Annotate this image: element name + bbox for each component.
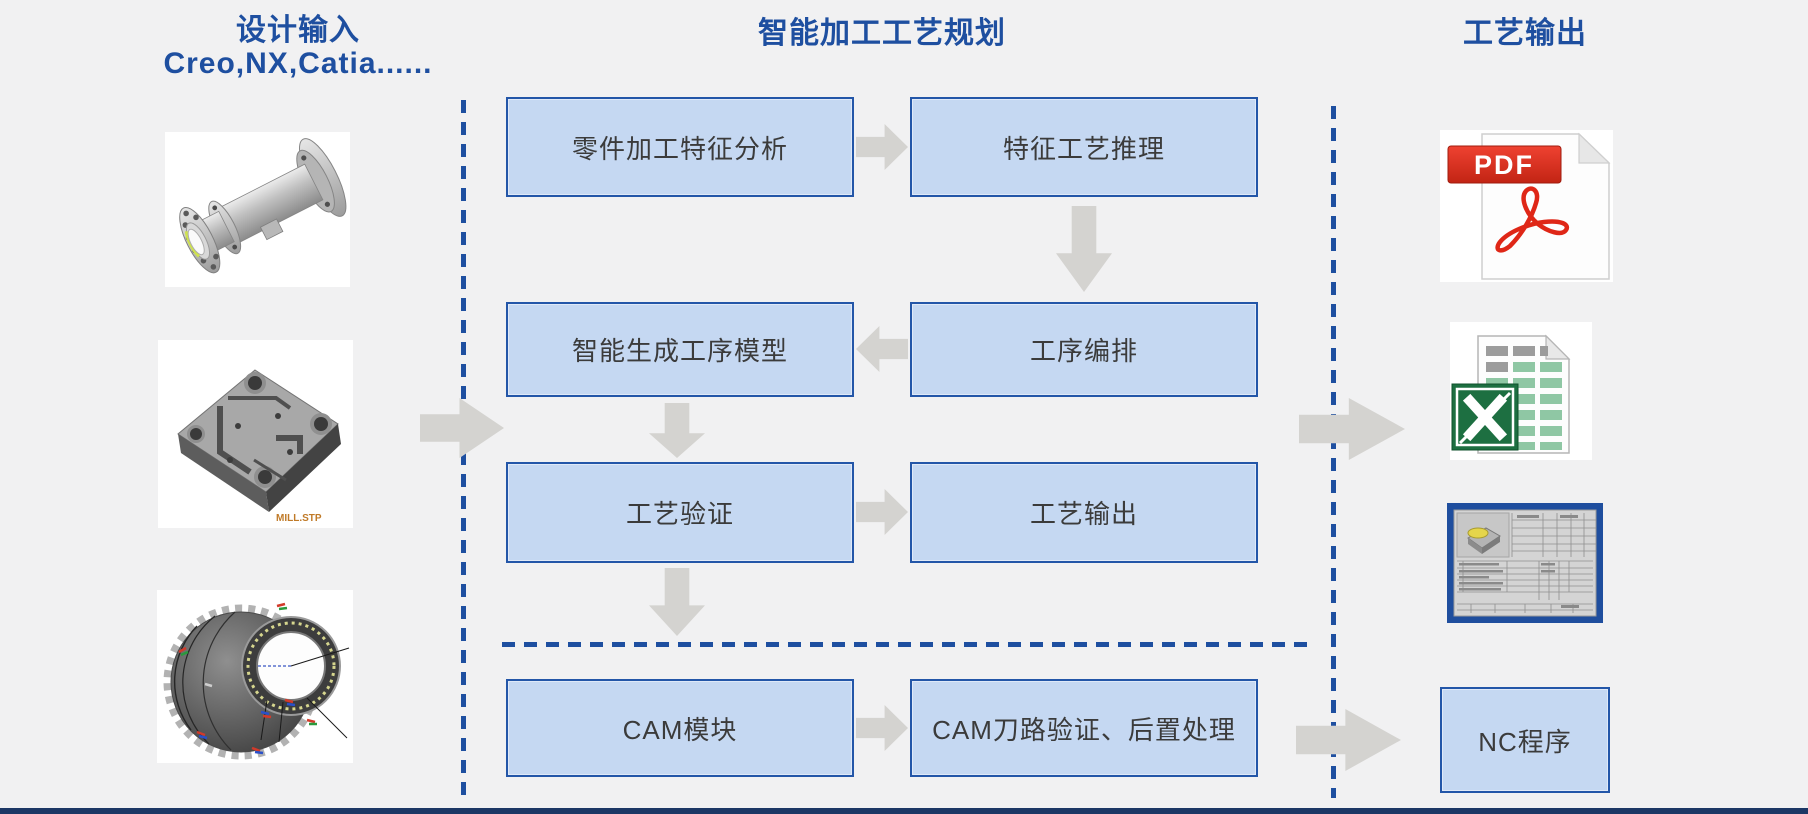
cad-part-image-casing	[157, 590, 353, 763]
planning-column-title: 智能加工工艺规划	[758, 17, 1006, 50]
arrow-down-icon	[649, 568, 705, 636]
engine-casing-icon	[163, 602, 350, 760]
arrow-down-icon	[649, 403, 705, 458]
pdf-file-icon: PDF	[1447, 132, 1611, 280]
cam-to-nc-arrow-icon	[1296, 709, 1401, 771]
bottom-accent-bar	[0, 808, 1808, 814]
plate-caption-text: MILL.STP	[276, 513, 322, 524]
flow-box-cam-module: CAM模块	[506, 679, 854, 777]
excel-output-item	[1450, 322, 1592, 460]
excel-file-icon	[1451, 334, 1571, 454]
input-title-text: 设计输入	[236, 14, 360, 47]
pdf-output-item: PDF	[1440, 130, 1613, 282]
nc-program-box: NC程序	[1440, 687, 1610, 793]
flow-box-operation-sequence: 工序编排	[910, 302, 1258, 397]
flow-box-process-verify: 工艺验证	[506, 462, 854, 563]
cad-part-image-mold-plate: MILL.STP	[158, 340, 353, 528]
arrow-right-icon	[856, 124, 908, 170]
right-dashed-divider	[1331, 106, 1336, 798]
arrow-right-icon	[856, 705, 908, 751]
output-column-title: 工艺输出	[1463, 17, 1587, 50]
flow-box-feature-analysis: 零件加工特征分析	[506, 97, 854, 197]
process-card-icon	[1447, 503, 1603, 623]
input-subtitle-text: Creo,NX,Catia......	[163, 47, 433, 80]
cad-part-image-shaft	[165, 132, 350, 287]
input-column-title: 设计输入 Creo,NX,Catia......	[120, 14, 476, 80]
cam-section-dashed-divider	[502, 642, 1310, 647]
flow-box-process-output: 工艺输出	[910, 462, 1258, 563]
process-card-output-item	[1447, 503, 1603, 623]
flow-box-feature-reasoning: 特征工艺推理	[910, 97, 1258, 197]
input-to-planning-arrow-icon	[420, 398, 504, 458]
pdf-label-text: PDF	[1474, 150, 1534, 180]
arrow-down-icon	[1056, 206, 1112, 292]
arrow-right-icon	[856, 489, 908, 535]
shaft-part-icon	[179, 138, 347, 274]
arrow-left-icon	[856, 326, 908, 372]
planning-to-output-arrow-icon	[1299, 398, 1405, 460]
flow-box-cam-toolpath: CAM刀路验证、后置处理	[910, 679, 1258, 777]
flow-box-generate-model: 智能生成工序模型	[506, 302, 854, 397]
mold-plate-icon: MILL.STP	[177, 369, 341, 524]
